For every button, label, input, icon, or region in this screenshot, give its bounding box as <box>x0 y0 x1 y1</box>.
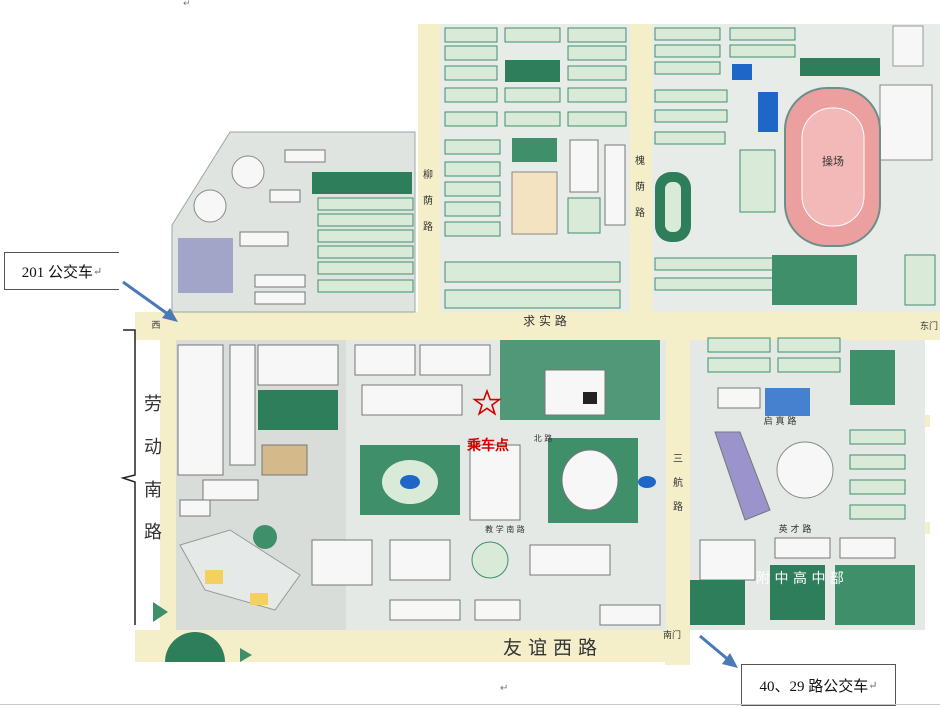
road-label-laodong-2: 动 <box>144 437 162 458</box>
road-label-liuyin-1: 柳 <box>423 168 433 181</box>
bus-201-callout: 201 公交车↵ <box>4 252 119 290</box>
road-label-liuyin-3: 路 <box>423 220 433 233</box>
road-label-sanhang-1: 三 <box>673 454 683 465</box>
arrow-icon <box>122 280 173 319</box>
road-label-laodong-3: 南 <box>144 480 162 501</box>
gate-west-label: 西 <box>151 320 160 331</box>
arrow-201 <box>122 280 178 322</box>
park-shapes <box>153 602 252 662</box>
road-label-huaiyin-3: 路 <box>635 206 645 219</box>
pickup-label: 乘车点 <box>466 437 509 454</box>
arrow-40-29-head <box>722 653 738 668</box>
sw-block <box>176 340 346 630</box>
road-label-huaiyin-2: 荫 <box>635 181 645 193</box>
road-label-jiaoxue-nan: 教 学 南 路 <box>485 524 525 534</box>
affiliated-school-label: 附 中 高 中 部 <box>756 570 844 587</box>
road-label-yingcai: 英 才 路 <box>779 523 812 535</box>
road-label-qiushi: 求 实 路 <box>523 313 567 328</box>
paragraph-mark: ↵ <box>868 679 878 692</box>
page-bottom-rule <box>0 704 940 705</box>
bus-40-29-callout: 40、29 路公交车↵ <box>741 664 896 706</box>
bottom-paragraph-mark: ↵ <box>500 683 509 694</box>
road-label-xiaoyuan: 启 真 路 <box>764 415 797 427</box>
road-label-laodong: 劳 动 南 路 <box>144 394 162 543</box>
road-label-liuyin: 柳 荫 路 <box>423 168 433 233</box>
running-track <box>784 87 881 247</box>
nc-block <box>440 24 630 312</box>
road-label-sanhang-3: 路 <box>673 500 683 513</box>
road-label-huaiyin-1: 槐 <box>635 154 645 167</box>
road-label-jiaoxue-bei: 北 路 <box>534 433 553 443</box>
arrow-40-29 <box>699 634 738 668</box>
road-label-sanhang: 三 航 路 <box>673 454 683 513</box>
road-label-laodong-4: 路 <box>144 522 162 543</box>
arrow-icon <box>699 634 732 664</box>
road-label-liuyin-2: 荫 <box>423 195 433 207</box>
bus-201-label: 201 公交车 <box>21 264 94 281</box>
star-icon <box>472 388 502 416</box>
top-mark: ↵ <box>183 0 191 9</box>
road-label-huaiyin: 槐 荫 路 <box>635 154 645 219</box>
bus-40-29-label: 40、29 路公交车 <box>759 678 869 695</box>
paragraph-mark: ↵ <box>93 265 103 278</box>
playground-label: 操场 <box>822 154 844 168</box>
road-label-youyi: 友 谊 西 路 <box>503 637 597 659</box>
road-label-laodong-1: 劳 <box>144 394 162 415</box>
gate-south-label: 南门 <box>663 629 681 641</box>
se-block <box>690 337 925 630</box>
arrow-201-head <box>162 308 178 322</box>
west-bracket <box>120 329 136 625</box>
pickup-point[interactable]: 乘车点 <box>466 388 509 454</box>
road-label-sanhang-2: 航 <box>673 476 683 489</box>
nw-block <box>171 131 416 313</box>
gate-east-label: 东门 <box>920 320 938 332</box>
central-block <box>311 340 666 630</box>
